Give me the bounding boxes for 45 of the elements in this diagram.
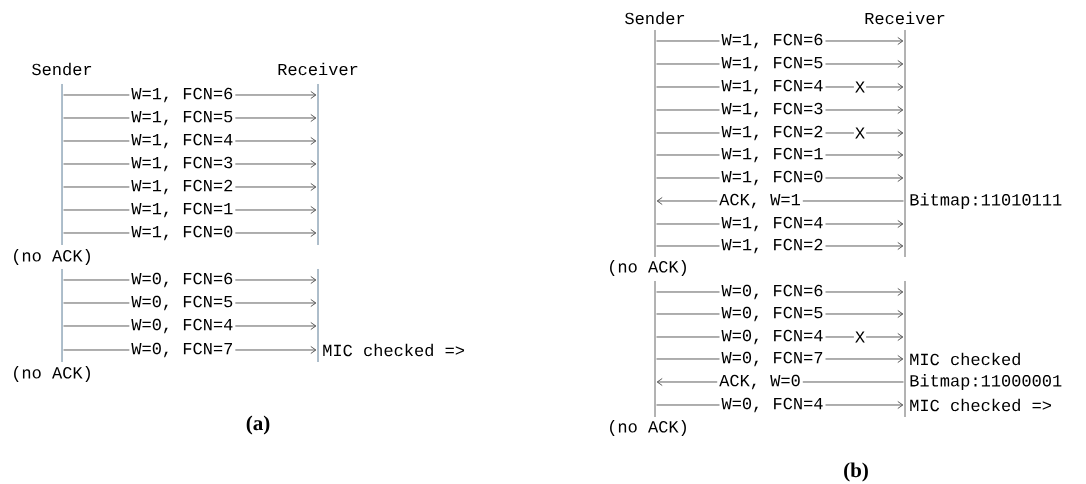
edge-label: W=1, FCN=1	[719, 146, 826, 164]
edge-label: W=0, FCN=6	[129, 271, 236, 289]
edge-label: W=1, FCN=4	[719, 78, 826, 96]
note: MIC checked =>	[910, 398, 1051, 412]
edge-label: W=0, FCN=4	[719, 396, 826, 414]
loss-mark: X	[853, 126, 867, 140]
edge-label: ACK, W=0	[717, 373, 803, 391]
actor-label: Sender	[32, 62, 92, 76]
edge-label: W=1, FCN=6	[129, 86, 236, 104]
edge-label: W=1, FCN=5	[129, 109, 236, 127]
edge-label: W=0, FCN=7	[719, 350, 826, 368]
edge-label: W=1, FCN=4	[129, 132, 236, 150]
note: (no ACK)	[610, 420, 686, 436]
edge-label: W=1, FCN=0	[129, 224, 236, 242]
note: MIC checked =>	[323, 343, 465, 357]
note: Bitmap:11000001	[910, 374, 1062, 390]
edge-label: W=1, FCN=1	[129, 201, 236, 219]
edge-label: W=1, FCN=2	[129, 178, 236, 196]
edge-label: ACK, W=1	[717, 192, 803, 210]
edge-label: W=1, FCN=2	[719, 124, 826, 142]
edge-label: W=0, FCN=4	[719, 328, 826, 346]
edge-label: W=0, FCN=7	[129, 341, 236, 359]
note: (no ACK)	[14, 249, 90, 265]
edge-label: W=0, FCN=6	[719, 283, 826, 301]
edge-label: W=0, FCN=5	[719, 305, 826, 323]
actor-label: Receiver	[278, 62, 358, 76]
note: (no ACK)	[610, 260, 686, 276]
edge-label: W=1, FCN=6	[719, 32, 826, 50]
loss-mark: X	[853, 80, 867, 94]
actor-label: Sender	[625, 11, 685, 25]
note: Bitmap:11010111	[910, 193, 1062, 209]
edge-label: W=1, FCN=3	[719, 101, 826, 119]
note: (no ACK)	[14, 366, 90, 382]
edge-label: W=0, FCN=4	[129, 317, 236, 335]
edge-label: W=1, FCN=3	[129, 155, 236, 173]
edge-label: W=1, FCN=5	[719, 55, 826, 73]
loss-mark: X	[853, 330, 867, 344]
edge-label: W=1, FCN=4	[719, 215, 826, 233]
caption: (a)	[246, 415, 270, 435]
actor-label: Receiver	[865, 11, 945, 25]
edge-label: W=0, FCN=5	[129, 294, 236, 312]
edge-label: W=1, FCN=0	[719, 169, 826, 187]
edge-label: W=1, FCN=2	[719, 237, 826, 255]
note: MIC checked	[910, 352, 1020, 366]
caption: (b)	[844, 462, 868, 482]
